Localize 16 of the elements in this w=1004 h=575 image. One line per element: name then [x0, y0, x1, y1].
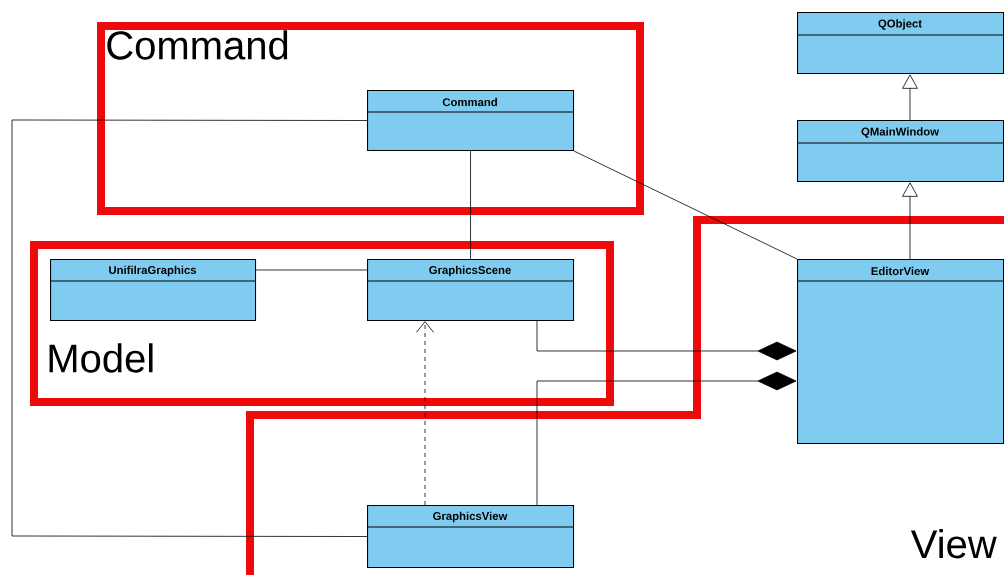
- class-box: QObject: [796, 12, 1004, 75]
- class-box: Command: [366, 90, 575, 152]
- class-box: GraphicsScene: [366, 259, 575, 322]
- inheritance-arrow: [902, 182, 918, 260]
- association-line: [470, 150, 471, 260]
- class-box: GraphicsView: [366, 505, 575, 569]
- class-box: QMainWindow: [796, 120, 1004, 183]
- composition-line: [536, 371, 797, 506]
- association-line: [255, 269, 368, 271]
- association-line: [573, 150, 798, 260]
- composition-line: [536, 320, 797, 361]
- class-box: UnifilraGraphics: [49, 259, 257, 322]
- class-box: EditorView: [796, 259, 1004, 445]
- association-line: [11, 119, 368, 537]
- inheritance-arrow: [902, 74, 918, 121]
- dependency-arrow: [415, 321, 435, 506]
